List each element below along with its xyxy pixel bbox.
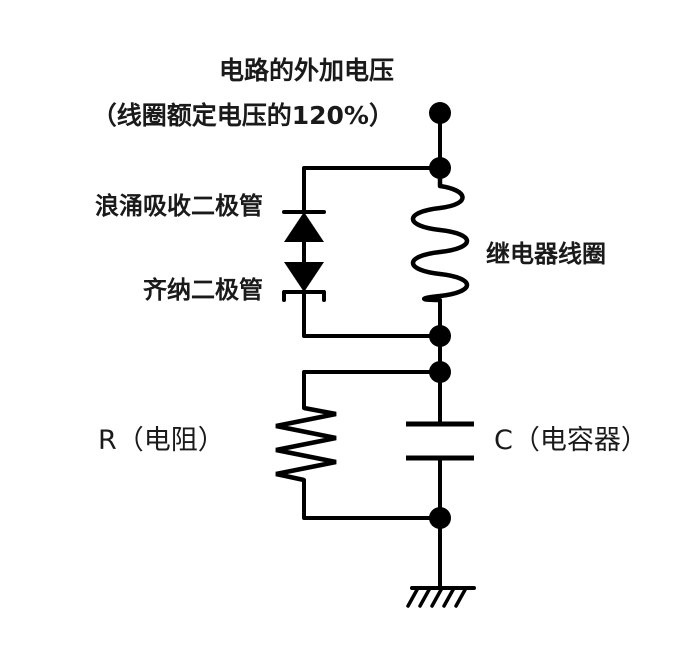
relay-coil-label: 继电器线圈 [486, 240, 606, 268]
junction-dot-rc-top [429, 361, 451, 383]
relay-coil-symbol [410, 168, 470, 303]
tvs-diode-label: 浪涌吸收二极管 [95, 192, 263, 220]
diode-bottom-wire [302, 290, 442, 338]
supply-voltage-label: 电路的外加电压 [219, 56, 394, 85]
tvs-diode-symbol [284, 212, 324, 242]
junction-dot-top [429, 157, 451, 179]
resistor-bottom-wire [302, 478, 442, 520]
resistor-top-wire [302, 370, 442, 410]
resistor-label: R（电阻） [98, 425, 225, 456]
zener-diode-label: 齐纳二极管 [143, 276, 263, 304]
capacitor-label: C（电容器） [494, 425, 648, 456]
junction-dot-coil-bottom [429, 325, 451, 347]
supply-voltage-note-label: （线圈额定电压的120%） [92, 101, 394, 130]
diode-top-wire [302, 166, 442, 214]
supply-terminal-dot [429, 102, 451, 124]
zener-diode-symbol [284, 262, 324, 292]
resistor-symbol [275, 405, 337, 483]
junction-dot-rc-bottom [429, 507, 451, 529]
ground-icon [406, 586, 468, 608]
